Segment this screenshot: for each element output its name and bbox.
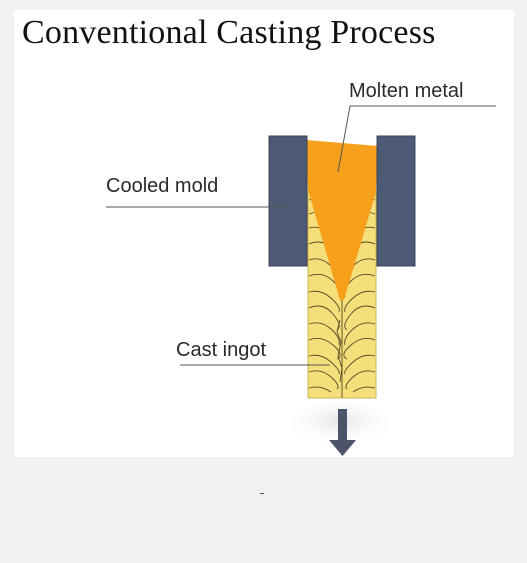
- cooled-mold-left: [268, 135, 308, 267]
- diagram-title: Conventional Casting Process: [22, 14, 436, 51]
- cast-ingot-label: Cast ingot: [176, 339, 267, 361]
- cooled-mold-right: [376, 135, 416, 267]
- molten-metal: [306, 140, 378, 300]
- cooled-mold-label: Cooled mold: [106, 175, 219, 197]
- molten-metal-leader: [337, 105, 496, 173]
- arrow-down-icon: [329, 409, 356, 456]
- divider-mark: [260, 493, 264, 494]
- diagram-card: [14, 10, 514, 457]
- molten-metal-label: Molten metal: [349, 80, 464, 102]
